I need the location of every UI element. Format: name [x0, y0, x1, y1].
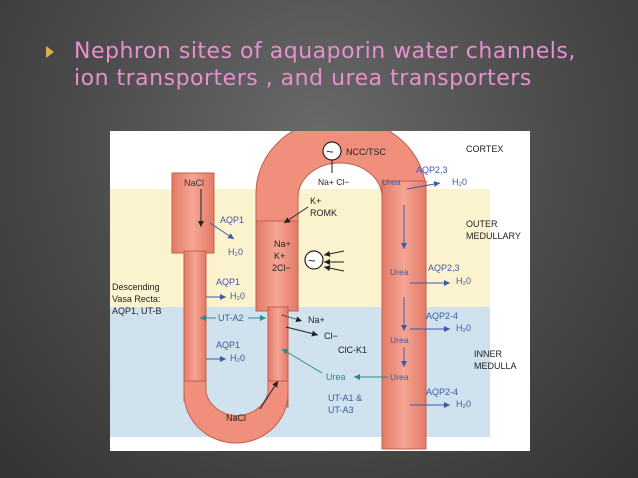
k-arrow: [283, 206, 309, 224]
h2o-b: H₂0: [230, 291, 245, 301]
k-romk-2: ROMK: [310, 208, 337, 218]
k-romk-1: K+: [310, 196, 321, 206]
nkcc-arrow-1: [323, 250, 345, 257]
slide-title: Nephron sites of aquaporin water channel…: [74, 38, 614, 92]
inner-label-1: INNER: [474, 349, 503, 359]
aqp24-b: AQP2-4: [426, 387, 458, 397]
uta3: UT-A3: [328, 405, 354, 415]
h2o-top: H₂0: [452, 177, 467, 187]
zone-bottom-white: [110, 437, 530, 451]
desc-vasa-2: Vasa Recta:: [112, 294, 160, 304]
nkcc-cl: 2Cl−: [272, 263, 291, 273]
clc-k1: ClC-K1: [338, 345, 367, 355]
h2o-d: H₂0: [230, 353, 245, 363]
nkcc-transporter-icon: [304, 250, 324, 270]
urea-top-label: Urea: [382, 177, 401, 187]
nkcc-arrow-3: [323, 265, 345, 272]
nacl-bottom: NaCl: [226, 413, 246, 423]
thin-descending-limb: [183, 250, 207, 402]
outer-label-2: MEDULLARY: [466, 231, 521, 241]
aqp23-mid: AQP2,3: [428, 263, 460, 273]
nacl-bottom-arrow: [259, 380, 279, 410]
h2o-e: H₂0: [456, 399, 471, 409]
zone-right-white: [490, 189, 530, 451]
nkcc-k: K+: [274, 251, 285, 261]
urea-teal-arrow: [281, 348, 323, 374]
outer-label-1: OUTER: [466, 219, 498, 229]
cl-clc: Cl−: [324, 331, 338, 341]
desc-vasa-3: AQP1, UT-B: [112, 306, 162, 316]
ut-a2: UT-A2: [218, 313, 244, 323]
h2o-mid: H₂0: [456, 276, 471, 286]
aqp1-b: AQP1: [216, 277, 240, 287]
h2o-c: H₂0: [456, 323, 471, 333]
urea-teal: Urea: [326, 372, 346, 382]
nacl-top-label: NaCl: [184, 178, 204, 188]
h2o-a: H₂0: [228, 247, 243, 257]
nkcc-na: Na+: [274, 239, 291, 249]
desc-vasa-1: Descending: [112, 282, 160, 292]
title-line-1: Nephron sites of aquaporin water channel…: [74, 39, 576, 64]
inner-medulla-zone: [110, 307, 490, 437]
proximal-straight-tubule: [171, 172, 215, 254]
loop-of-henle-bend: [183, 380, 289, 444]
thick-ascending-limb: [255, 220, 299, 312]
inner-label-2: MEDULLA: [474, 361, 517, 371]
cortex-label: CORTEX: [466, 144, 503, 154]
ncc-label: NCC/TSC: [346, 147, 386, 157]
aqp1-a-arrow: [209, 222, 235, 240]
cl-clc-arrow: [285, 326, 319, 337]
tilde-glyph-2: ~: [308, 253, 316, 268]
aqp1-c: AQP1: [216, 340, 240, 350]
title-bullet-icon: [46, 46, 54, 58]
aqp1-a: AQP1: [220, 215, 244, 225]
aqp24-a: AQP2-4: [426, 311, 458, 321]
na-cl-top: Na+ Cl−: [318, 177, 349, 187]
na-clc-arrow: [281, 314, 303, 323]
outer-medulla-zone: [110, 189, 490, 307]
urea-top-arrow: [406, 181, 441, 190]
nephron-diagram: ~ NCC/TSC Na+ Cl− NaCl Urea AQP2,3 H₂0 C…: [110, 131, 530, 451]
urea-low2: Urea: [390, 372, 409, 382]
aqp23-top: AQP2,3: [416, 165, 448, 175]
urea-mid: Urea: [390, 267, 409, 277]
tilde-glyph: ~: [326, 144, 334, 159]
uta1: UT-A1 &: [328, 393, 362, 403]
distal-tubule-arch: [255, 131, 427, 308]
urea-low1: Urea: [390, 335, 409, 345]
title-line-2: ion transporters , and urea transporters: [74, 66, 532, 91]
na-clc: Na+: [308, 315, 325, 325]
